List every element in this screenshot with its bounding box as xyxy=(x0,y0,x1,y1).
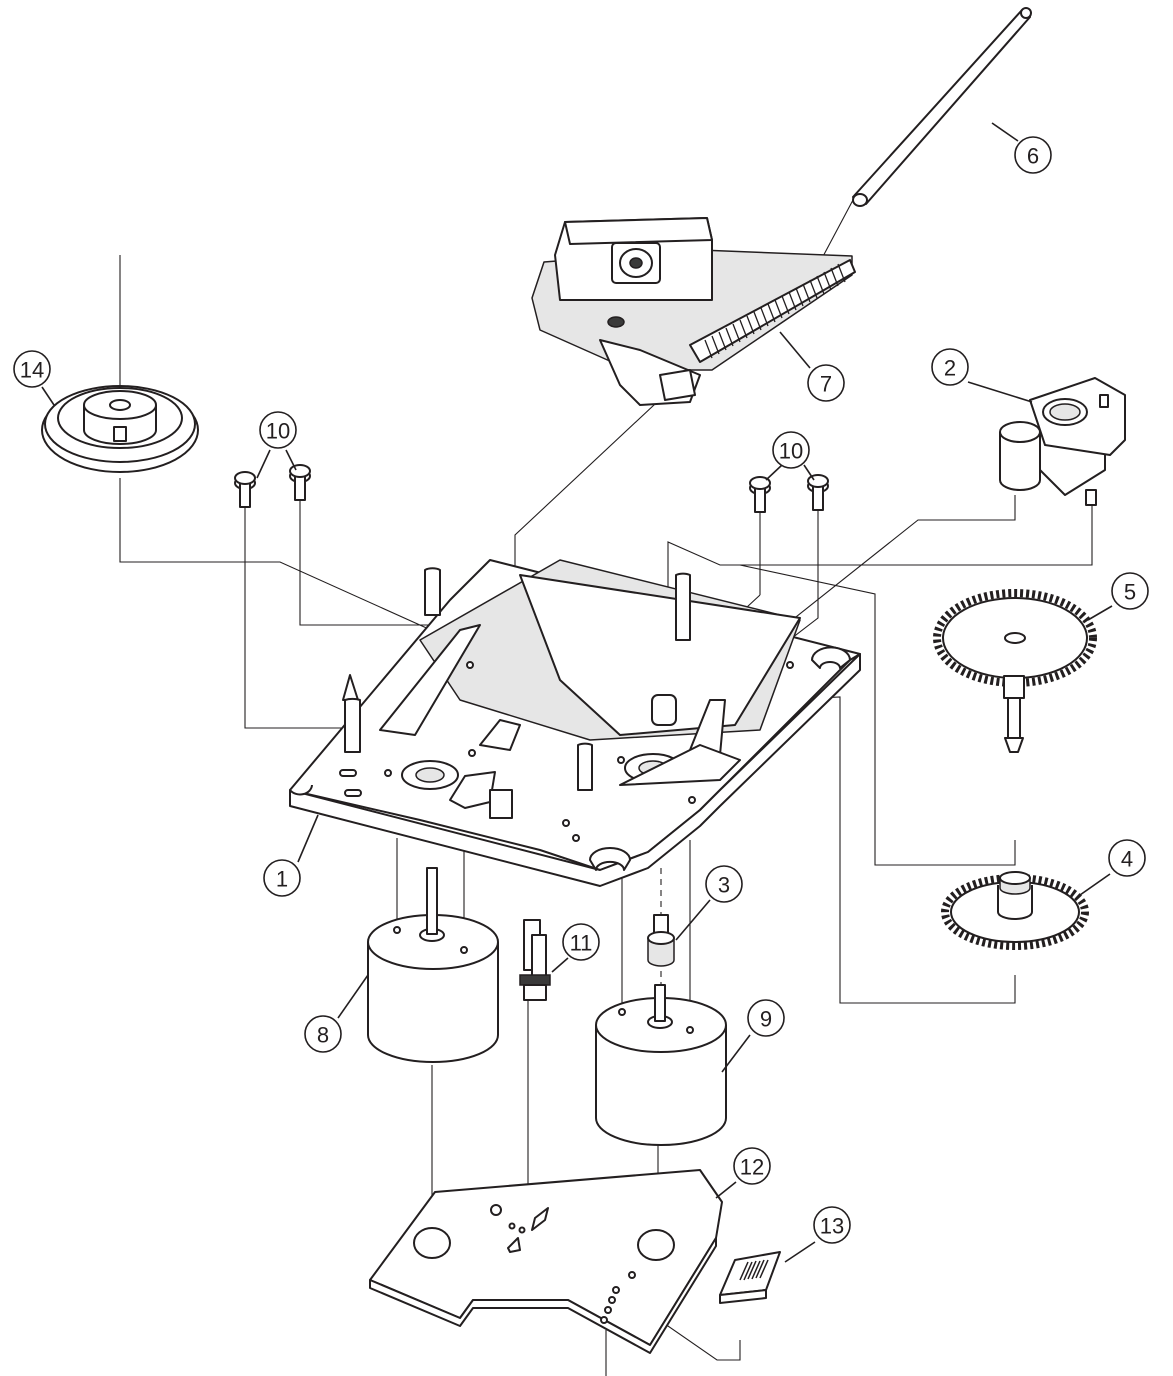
circuit-board xyxy=(369,1169,723,1354)
callout-13: 13 xyxy=(813,1206,851,1244)
callout-10-left-label: 10 xyxy=(266,419,290,444)
callout-4: 4 xyxy=(1108,839,1146,877)
callout-8: 8 xyxy=(304,1015,342,1053)
screw-left-1 xyxy=(234,471,256,508)
callout-2-label: 2 xyxy=(944,356,956,381)
motor-left xyxy=(367,867,499,1063)
large-gear xyxy=(933,589,1097,753)
callout-9: 9 xyxy=(747,999,785,1037)
callout-13-label: 13 xyxy=(820,1214,844,1239)
callout-5-label: 5 xyxy=(1124,580,1136,605)
callout-10-left: 10 xyxy=(259,411,297,449)
callout-12-label: 12 xyxy=(740,1155,764,1180)
callout-7-label: 7 xyxy=(820,372,832,397)
turntable xyxy=(41,385,199,473)
callout-14: 14 xyxy=(13,350,51,388)
callout-10-right-label: 10 xyxy=(779,439,803,464)
callout-12: 12 xyxy=(733,1147,771,1185)
callout-4-label: 4 xyxy=(1121,847,1133,872)
callout-9-label: 9 xyxy=(760,1007,772,1032)
callout-3-label: 3 xyxy=(718,873,730,898)
screw-left-2 xyxy=(289,464,311,501)
callout-6-label: 6 xyxy=(1027,144,1039,169)
callout-8-label: 8 xyxy=(317,1023,329,1048)
motor-pinion-gear xyxy=(647,914,675,967)
callout-6: 6 xyxy=(1014,136,1052,174)
screw-right-1 xyxy=(749,476,771,513)
guide-shaft xyxy=(852,7,1032,207)
leader-lines xyxy=(41,122,1113,1263)
screws xyxy=(234,464,829,513)
screw-right-2 xyxy=(807,474,829,511)
switch xyxy=(519,919,551,1001)
callout-14-label: 14 xyxy=(20,358,44,383)
callout-5: 5 xyxy=(1111,572,1149,610)
small-gear xyxy=(941,871,1089,950)
callout-10-right: 10 xyxy=(772,431,810,469)
callout-3: 3 xyxy=(705,865,743,903)
optical-pickup xyxy=(531,217,856,406)
callout-1-label: 1 xyxy=(276,867,288,892)
callout-11: 11 xyxy=(562,923,600,961)
motor-right xyxy=(595,984,727,1146)
callout-2: 2 xyxy=(931,348,969,386)
connector xyxy=(719,1251,781,1304)
callout-11-label: 11 xyxy=(570,931,593,956)
chassis xyxy=(289,559,861,887)
clamp-bracket xyxy=(999,377,1126,506)
callout-1: 1 xyxy=(263,859,301,897)
callout-7: 7 xyxy=(807,364,845,402)
